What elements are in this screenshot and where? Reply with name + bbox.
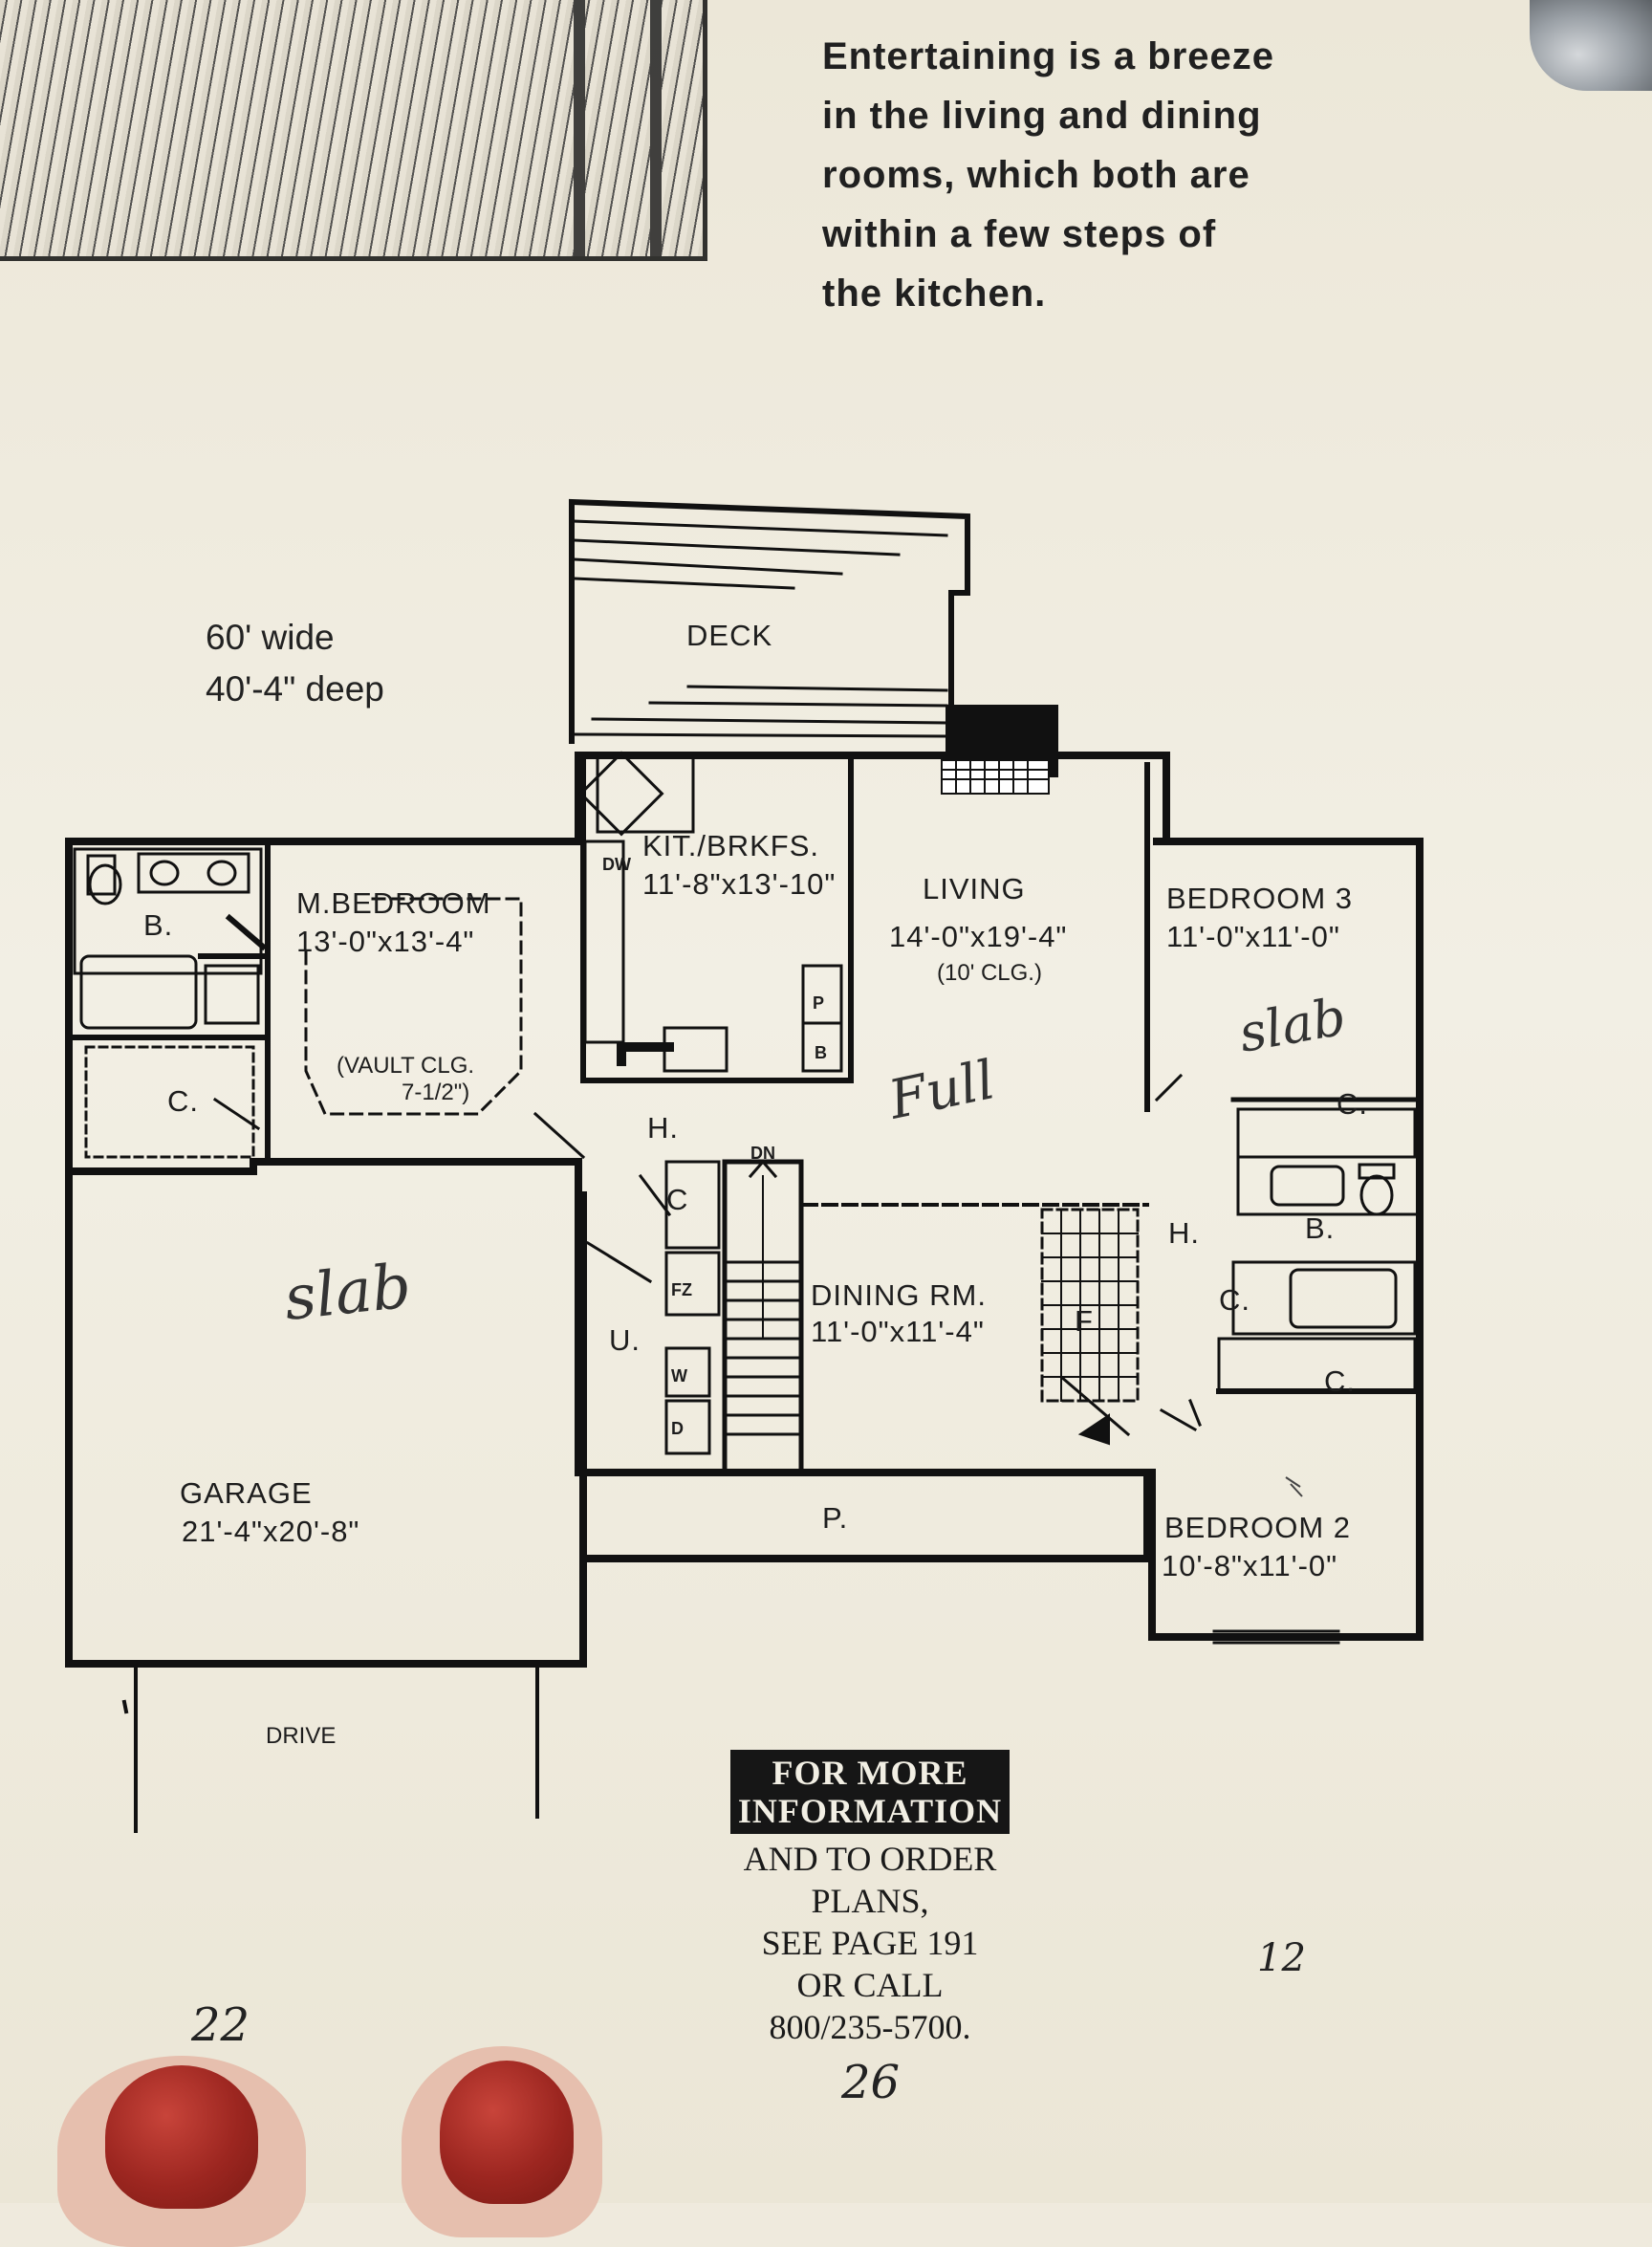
bed3-closet-label: C. — [1337, 1087, 1368, 1121]
driveway-edges — [121, 1667, 539, 1833]
overall-width: 60' wide — [206, 618, 335, 657]
utility-area — [585, 1160, 721, 1455]
bedroom2-size: 10'-8"x11'-0" — [1162, 1549, 1337, 1582]
order-phone: 800/235-5700. — [769, 2008, 971, 2046]
master-closet-label: C. — [167, 1084, 199, 1118]
washer-label: W — [671, 1366, 687, 1385]
description-line: the kitchen. — [822, 273, 1047, 315]
linen-closet-label: C. — [1219, 1283, 1250, 1317]
handwritten-full: Full — [882, 1049, 1000, 1132]
living-size: 14'-0"x19'-4" — [889, 920, 1067, 953]
master-bath-label: B. — [143, 908, 173, 942]
windows — [586, 1473, 1340, 1645]
description-line: Entertaining is a breeze — [822, 35, 1275, 77]
master-bedroom-walls — [265, 839, 586, 1165]
painted-fingernail — [440, 2061, 574, 2204]
house-photo-fragment — [0, 0, 707, 261]
handwritten-slab-garage: slab — [281, 1251, 414, 1334]
dryer-label: D — [671, 1419, 684, 1438]
exterior-walls — [65, 752, 1424, 1668]
master-ceiling-note: (VAULT CLG. — [337, 1053, 474, 1079]
order-line: SEE PAGE 191 — [761, 1924, 979, 1962]
dishwasher-label: DW — [602, 855, 631, 874]
fireplace — [941, 705, 1058, 795]
dining-size: 11'-0"x11'-4" — [811, 1315, 985, 1348]
order-line: OR CALL — [796, 1966, 944, 2004]
living-partitions — [801, 762, 1150, 1207]
right-bath-label: B. — [1305, 1211, 1335, 1245]
order-info: FOR MORE INFORMATION AND TO ORDER PLANS,… — [688, 1750, 1052, 2048]
stairs — [722, 1159, 804, 1475]
sink-icon — [137, 852, 250, 894]
handwritten-page-number-left: 22 — [191, 1998, 250, 2052]
master-ceiling-note-height: 7-1/2") — [402, 1080, 469, 1105]
master-bedroom-name: M.BEDROOM — [296, 886, 491, 920]
stairs-down-label: DN — [750, 1144, 775, 1163]
right-closet-label: C. — [1324, 1364, 1356, 1398]
bedroom3-name: BEDROOM 3 — [1166, 882, 1353, 915]
porch-label: P. — [822, 1501, 848, 1535]
porch-post — [574, 0, 585, 256]
order-line: AND TO ORDER — [743, 1840, 997, 1878]
overall-depth: 40'-4" deep — [206, 669, 384, 709]
painted-fingernail — [105, 2065, 258, 2209]
handwritten-marks — [1285, 1476, 1303, 1497]
description-line: in the living and dining — [822, 95, 1262, 137]
hall-closet-label: C — [666, 1183, 688, 1216]
order-info-banner: FOR MORE INFORMATION — [729, 1750, 1011, 1834]
handwritten-page-number-center: 26 — [841, 2056, 901, 2109]
kitchen-size: 11'-8"x13'-10" — [642, 867, 836, 901]
binder-clip-icon — [1530, 0, 1652, 91]
bedroom2-name: BEDROOM 2 — [1164, 1511, 1351, 1544]
foyer-label: F — [1075, 1304, 1094, 1338]
utility-label: U. — [609, 1323, 641, 1357]
freezer-label: FZ — [671, 1280, 692, 1299]
deck-label: DECK — [686, 619, 772, 652]
porch-post — [650, 0, 662, 256]
pantry-label: P — [813, 993, 824, 1013]
master-bedroom-size: 13'-0"x13'-4" — [296, 925, 474, 958]
master-bath — [72, 847, 268, 1159]
drive-label: DRIVE — [266, 1723, 336, 1749]
banner-line: FOR MORE — [772, 1754, 968, 1792]
description-line: within a few steps of — [822, 213, 1217, 255]
right-hall-label: H. — [1168, 1216, 1200, 1250]
kitchen-name: KIT./BRKFS. — [642, 829, 819, 862]
dining-name: DINING RM. — [811, 1278, 987, 1312]
toilet-icon — [86, 854, 122, 905]
description-text: Entertaining is a breeze in the living a… — [822, 27, 1274, 323]
hall-label: H. — [647, 1111, 679, 1145]
living-ceiling-note: (10' CLG.) — [937, 960, 1042, 986]
toilet-icon — [1358, 1163, 1396, 1216]
handwritten-page-number-right: 12 — [1257, 1936, 1306, 1980]
handwritten-slab-bedroom3: slab — [1234, 986, 1350, 1063]
living-name: LIVING — [923, 872, 1026, 905]
order-info-lines: AND TO ORDER PLANS, SEE PAGE 191 OR CALL… — [688, 1838, 1052, 2048]
bedroom3-size: 11'-0"x11'-0" — [1166, 920, 1340, 953]
banner-line: INFORMATION — [737, 1792, 1003, 1830]
overall-dimensions: 60' wide 40'-4" deep — [206, 612, 384, 715]
right-wing-walls — [1154, 1073, 1423, 1432]
description-line: rooms, which both are — [822, 154, 1250, 196]
kitchen-walls — [578, 751, 854, 1083]
garage-name: GARAGE — [180, 1476, 313, 1510]
foyer-tile — [1040, 1208, 1140, 1446]
order-line: PLANS, — [811, 1882, 929, 1920]
garage-size: 21'-4"x20'-8" — [182, 1515, 359, 1548]
broom-closet-label: B — [815, 1043, 827, 1062]
